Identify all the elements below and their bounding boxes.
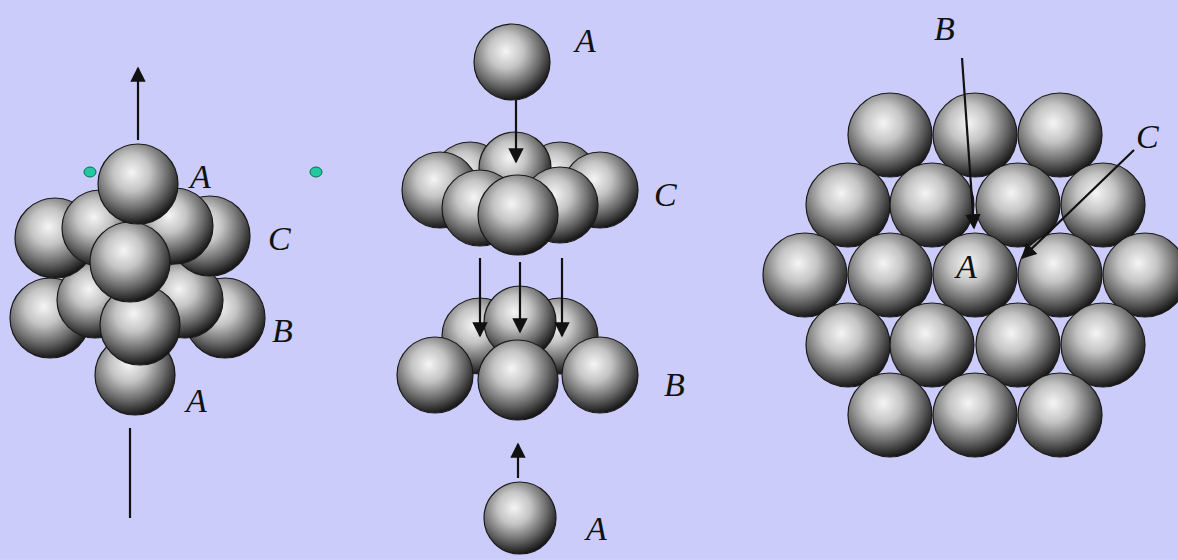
arrow-line xyxy=(515,100,517,162)
spheres xyxy=(10,24,1178,554)
sphere xyxy=(474,24,550,100)
arrow-line xyxy=(519,262,521,332)
layer-letter: A xyxy=(586,512,607,546)
layer-letter: A xyxy=(186,384,207,418)
layer-letter: C xyxy=(654,178,677,212)
arrow-line xyxy=(129,428,131,518)
arrow-line xyxy=(1022,150,1134,258)
sphere xyxy=(562,337,638,413)
sphere xyxy=(848,373,932,457)
sphere xyxy=(90,222,170,302)
arrow-line xyxy=(962,58,974,228)
sphere xyxy=(933,373,1017,457)
sphere xyxy=(397,337,473,413)
sphere xyxy=(98,144,178,224)
sphere xyxy=(1018,373,1102,457)
layer-letter: B xyxy=(934,12,955,46)
sphere xyxy=(933,233,1017,317)
layer-letter: A xyxy=(575,24,596,58)
layer-letter: B xyxy=(664,368,685,402)
layer-letter: B xyxy=(272,314,293,348)
arrows xyxy=(130,58,1134,518)
arrow-line xyxy=(137,68,139,140)
layer-letter: C xyxy=(1136,120,1159,154)
sphere xyxy=(478,340,558,420)
layer-letter: A xyxy=(956,250,977,284)
sphere xyxy=(478,175,558,255)
arrow-line xyxy=(479,258,481,336)
arrow-line xyxy=(561,258,563,336)
axis-dot xyxy=(310,167,322,177)
sphere xyxy=(1061,303,1145,387)
arrow-line xyxy=(517,444,519,478)
layer-letter: C xyxy=(268,222,291,256)
sphere xyxy=(484,482,556,554)
axis-dot xyxy=(84,167,96,177)
sphere xyxy=(933,93,1017,177)
layer-letter: A xyxy=(190,160,211,194)
sphere xyxy=(763,233,847,317)
